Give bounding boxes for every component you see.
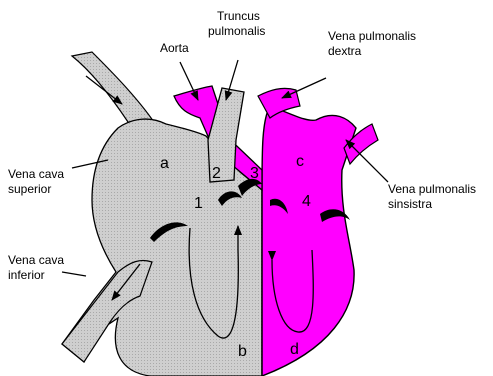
valve-3-label: 3 [250,165,259,182]
chamber-b-label: b [238,343,247,360]
vena-pulmonalis-dextra-label: Vena pulmonalis dextra [328,29,419,58]
chamber-d-label: d [290,341,299,358]
aorta-label: Aorta [160,41,189,55]
truncus-pulmonalis-label: Truncus pulmonalis [208,9,265,38]
vena-pulmonalis-sinsistra-label: Vena pulmonalis sinsistra [388,182,479,211]
vena-cava-superior-label: Vena cava superior [8,167,67,196]
valve-4-label: 4 [302,193,311,210]
vena-cava-inferior-label: Vena cava inferior [8,253,67,282]
valve-2-label: 2 [212,165,221,182]
vena-cava-inferior-leader [62,272,86,276]
chamber-c-label: c [296,153,304,170]
valve-1-label: 1 [194,195,203,212]
vena-cava-superior-vessel [72,52,158,128]
left-heart-magenta [262,106,356,376]
chamber-a-label: a [160,155,169,172]
